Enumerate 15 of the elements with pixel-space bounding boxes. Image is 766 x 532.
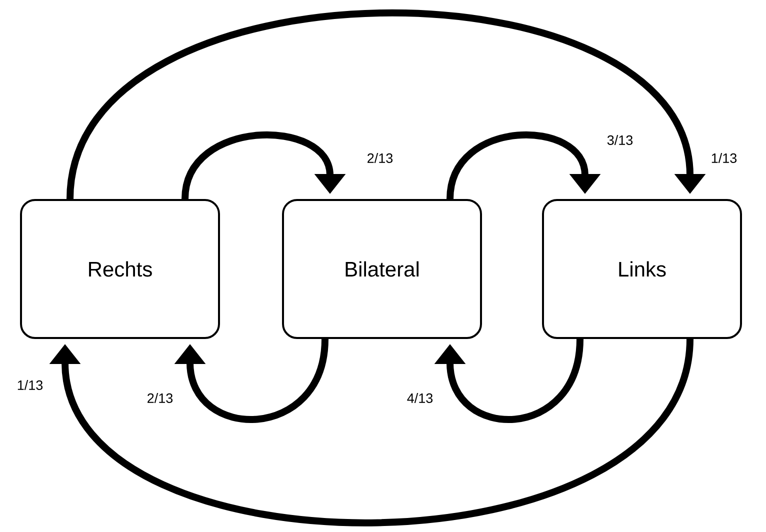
process-box: Bilateral (282, 199, 482, 339)
arrow (182, 132, 346, 200)
arrow (174, 338, 328, 423)
process-box: Rechts (20, 199, 220, 339)
arrow (446, 132, 601, 200)
arrow (66, 10, 706, 200)
edge-label: 4/13 (406, 392, 434, 404)
arrow (434, 338, 584, 423)
edge-label: 1/13 (16, 379, 44, 391)
edge-label: 2/13 (146, 392, 174, 404)
edge-label: 3/13 (606, 134, 634, 146)
arrow (49, 338, 694, 526)
process-box: Links (542, 199, 742, 339)
edge-label: 1/13 (710, 152, 738, 164)
edge-label: 2/13 (366, 152, 394, 164)
